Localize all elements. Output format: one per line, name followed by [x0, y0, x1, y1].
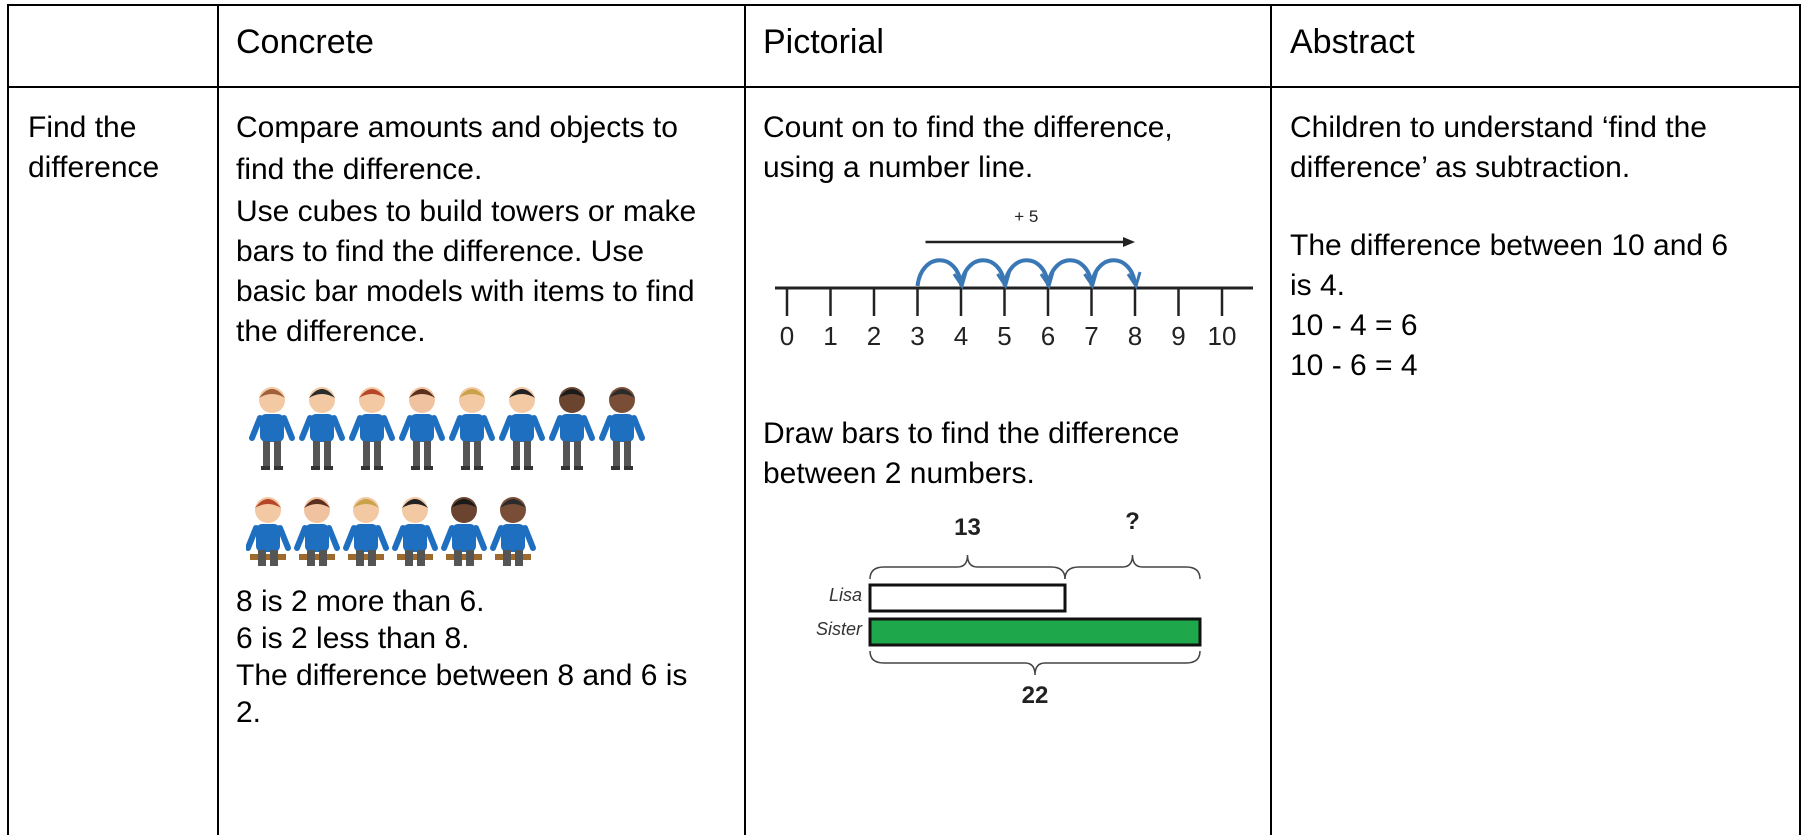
- abstract-intro-line-2: difference’ as subtraction.: [1290, 151, 1631, 184]
- concrete-intro-line-1: Compare amounts and objects to: [236, 111, 678, 144]
- concrete-para-line-3: basic bar models with items to find: [236, 275, 695, 308]
- bar-model-total: 22: [1022, 682, 1049, 709]
- pictorial-cell: Count on to find the difference, using a…: [763, 108, 1263, 188]
- bars-intro-line-2: between 2 numbers.: [763, 457, 1035, 490]
- child-figure: [294, 497, 340, 566]
- row-label: Find the difference: [28, 108, 208, 188]
- number-line-label: 3: [910, 321, 924, 351]
- pictorial-intro-line-1: Count on to find the difference,: [763, 111, 1173, 144]
- bar-lisa: [868, 583, 1067, 613]
- child-figure: [392, 497, 438, 566]
- brace-total: [869, 650, 1201, 676]
- statement-line-3: The difference between 8 and 6 is: [236, 659, 688, 692]
- bar-label-sister: Sister: [816, 619, 863, 639]
- column-divider-3: [1270, 4, 1272, 835]
- number-line-hop-head: [1126, 271, 1142, 290]
- abstract-line-3: 10 - 4 = 6: [1290, 309, 1418, 342]
- statement-line-4: 2.: [236, 696, 262, 729]
- bars-intro-line-1: Draw bars to find the difference: [763, 417, 1180, 450]
- concrete-intro-line-2: find the difference.: [236, 153, 483, 186]
- number-line-hop: [1002, 258, 1050, 287]
- row-label-line-1: Find the: [28, 111, 137, 144]
- bars-intro: Draw bars to find the difference between…: [763, 414, 1263, 494]
- column-divider-1: [217, 4, 219, 835]
- child-figure: [349, 387, 395, 470]
- jump-arrow-head: [1123, 237, 1135, 247]
- brace-unknown: [1064, 554, 1201, 580]
- child-figure: [599, 387, 645, 470]
- table-right-border: [1799, 4, 1801, 835]
- number-line-label: 9: [1171, 321, 1185, 351]
- table-top-border: [7, 4, 1801, 6]
- concrete-cell: Compare amounts and objects to find the …: [236, 108, 736, 352]
- number-line-label: 5: [997, 321, 1011, 351]
- child-figure: [343, 497, 389, 566]
- bar-label-lisa: Lisa: [829, 585, 862, 605]
- pictorial-intro-line-2: using a number line.: [763, 151, 1034, 184]
- concrete-statements: 8 is 2 more than 6. 6 is 2 less than 8. …: [236, 583, 736, 731]
- brace-known: [869, 554, 1066, 580]
- child-figure: [490, 497, 536, 566]
- children-image: [246, 387, 645, 566]
- row-label-line-2: difference: [28, 151, 160, 184]
- child-figure: [549, 387, 595, 470]
- statement-line-2: 6 is 2 less than 8.: [236, 622, 470, 655]
- concrete-para-line-1: Use cubes to build towers or make: [236, 195, 697, 228]
- concrete-para-line-2: bars to find the difference. Use: [236, 235, 645, 268]
- number-line-label: 8: [1128, 321, 1142, 351]
- statement-line-1: 8 is 2 more than 6.: [236, 585, 485, 618]
- header-pictorial: Pictorial: [763, 23, 884, 61]
- header-concrete: Concrete: [236, 23, 374, 61]
- number-line-label: 7: [1084, 321, 1098, 351]
- number-line-hop: [1046, 258, 1094, 287]
- children-illustration: [246, 380, 686, 580]
- abstract-intro-line-1: Children to understand ‘find the: [1290, 111, 1707, 144]
- number-line-label: 0: [780, 321, 794, 351]
- bar-model-known-value: 13: [954, 514, 981, 541]
- number-line-hop: [1089, 258, 1137, 287]
- number-line-label: 6: [1041, 321, 1055, 351]
- bar-sister: [868, 617, 1202, 647]
- number-line-hop: [915, 258, 963, 287]
- number-line-label: 4: [954, 321, 968, 351]
- child-figure: [449, 387, 495, 470]
- child-figure: [246, 497, 291, 566]
- abstract-cell: Children to understand ‘find the differe…: [1290, 108, 1790, 386]
- number-line-label: 1: [823, 321, 837, 351]
- child-figure: [399, 387, 445, 470]
- concrete-para-line-4: the difference.: [236, 315, 426, 348]
- abstract-line-4: 10 - 6 = 4: [1290, 349, 1418, 382]
- child-figure: [441, 497, 487, 566]
- abstract-line-1: The difference between 10 and 6: [1290, 229, 1729, 262]
- number-line-hop: [959, 258, 1007, 287]
- child-figure: [249, 387, 295, 470]
- number-line-label: 2: [867, 321, 881, 351]
- bar-model-unknown-value: ?: [1125, 508, 1140, 535]
- jump-label: + 5: [1014, 207, 1038, 226]
- abstract-line-2: is 4.: [1290, 269, 1346, 302]
- child-figure: [299, 387, 345, 470]
- header-abstract: Abstract: [1290, 23, 1415, 61]
- table-left-border: [7, 4, 9, 835]
- column-divider-2: [744, 4, 746, 835]
- child-figure: [499, 387, 545, 470]
- number-line-label: 10: [1208, 321, 1237, 351]
- header-row-divider: [7, 86, 1801, 88]
